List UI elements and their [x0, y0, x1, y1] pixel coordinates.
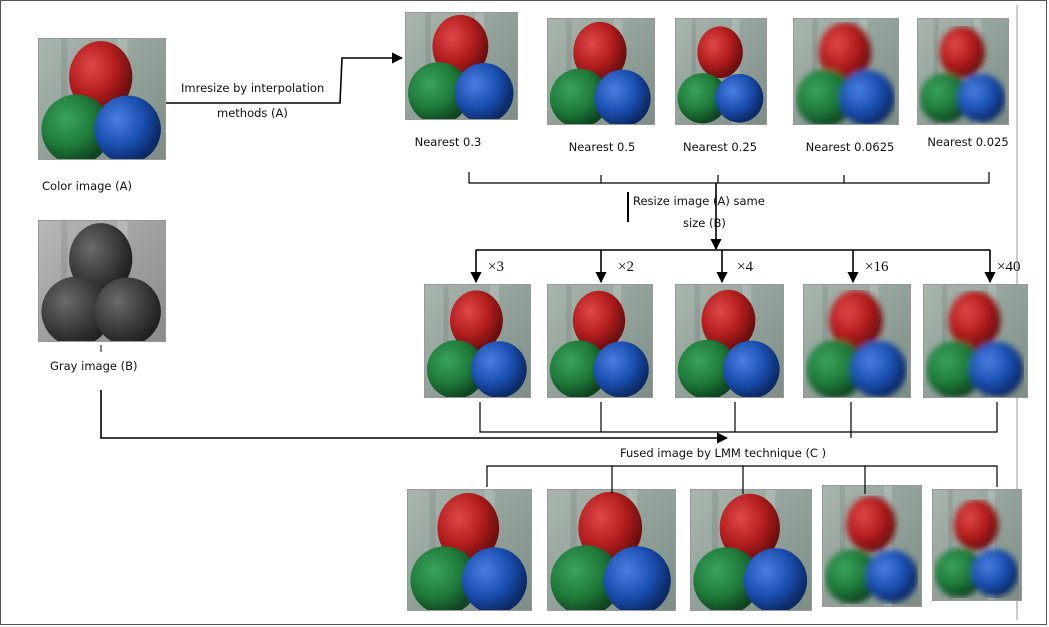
fused-label: Fused image by LMM technique (C )	[620, 446, 827, 460]
fused-image-1	[407, 489, 532, 611]
resized-x16-image	[803, 284, 911, 398]
gray-image-label: Gray image (B)	[50, 359, 138, 373]
interpolation-arrow	[166, 52, 404, 104]
multiplier-4: ×16	[865, 259, 889, 275]
imresize-label-line2: methods (A)	[217, 106, 288, 120]
multiplier-1: ×3	[488, 259, 504, 275]
gray-image-b	[38, 220, 166, 342]
top-row-bracket	[468, 172, 990, 184]
resize-label-line2: size (B)	[683, 216, 726, 230]
nearest-0-3-image	[405, 12, 518, 120]
fused-image-3	[690, 489, 812, 611]
gray-image-arrow	[100, 390, 729, 444]
nearest-label-5: Nearest 0.025	[927, 135, 1009, 149]
fused-image-5	[932, 489, 1022, 601]
nearest-0-0625-image	[793, 18, 899, 125]
imresize-label-line1: Imresize by interpolation	[181, 81, 325, 95]
fused-image-4	[822, 485, 922, 607]
resized-x3-image	[424, 284, 531, 398]
nearest-label-2: Nearest 0.5	[568, 140, 636, 154]
nearest-label-1: Nearest 0.3	[414, 135, 482, 149]
resized-x2-image	[547, 284, 653, 398]
multiplier-5: ×40	[997, 259, 1021, 275]
fused-image-2	[547, 489, 676, 611]
multiplier-3: ×4	[737, 259, 753, 275]
nearest-0-25-image	[675, 18, 767, 125]
middle-row-bracket	[479, 402, 998, 438]
resized-x40-image	[923, 284, 1028, 398]
color-image-label: Color image (A)	[42, 179, 132, 193]
nearest-0-025-image	[917, 18, 1009, 125]
upscale-arrows	[470, 250, 996, 284]
nearest-label-4: Nearest 0.0625	[805, 140, 895, 154]
color-image-a	[38, 38, 166, 160]
multiplier-2: ×2	[618, 259, 634, 275]
nearest-label-3: Nearest 0.25	[682, 140, 758, 154]
resized-x4-image	[675, 284, 784, 398]
nearest-0-5-image	[547, 18, 655, 125]
bottom-row-bracket	[486, 465, 998, 494]
resize-label-line1: Resize image (A) same	[633, 194, 765, 208]
